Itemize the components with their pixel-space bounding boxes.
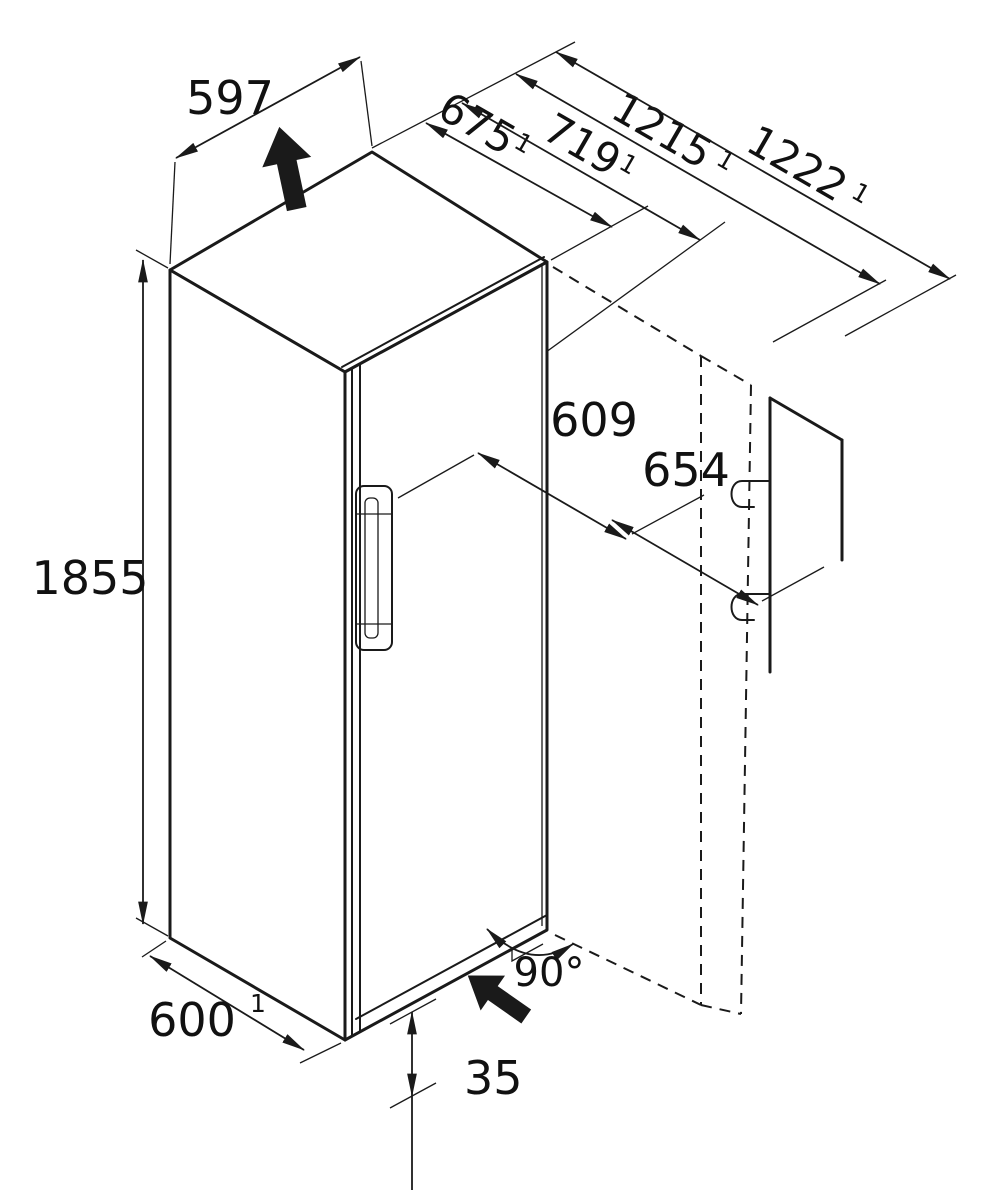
ext-line-height-bottom	[135, 917, 169, 937]
ext-line-height-top	[135, 249, 169, 269]
dim-height-label: 1855	[31, 551, 148, 605]
ext-line-swing-right	[631, 494, 705, 535]
ext-line-depth-left	[141, 940, 167, 958]
door-swing-arc	[486, 928, 574, 961]
ext-line-wall-inner	[772, 279, 887, 343]
fridge-left-face	[168, 268, 347, 1042]
dim-clearance-total-sup: 1	[847, 177, 875, 210]
dim-clearance-total-label-group: 1222 1	[739, 116, 875, 212]
dim-clearance-total-label: 1222	[739, 116, 856, 212]
ext-line-swing-outer-right	[761, 566, 825, 602]
open-door-dashed-bottom-connector	[554, 934, 702, 1006]
open-door-dashed-bottom-edge	[700, 1004, 742, 1015]
dim-swing-line	[477, 452, 627, 540]
dim-swing-outer-line	[611, 519, 759, 606]
dim-clearance-total-line	[555, 51, 951, 280]
dim-depth-line	[149, 955, 305, 1051]
ext-line-width-right	[360, 60, 373, 147]
cabinet-top-front-edge	[341, 256, 545, 368]
ext-line-door-front	[550, 205, 649, 261]
open-door-dashed-top-connector	[552, 266, 702, 357]
plinth-line	[361, 948, 513, 1031]
open-door-dashed-thickness-top	[700, 355, 752, 386]
ext-line-rear-plane	[371, 41, 576, 149]
ext-line-depth-right	[299, 1042, 342, 1064]
dim-clearance-open-sup: 1	[712, 144, 740, 177]
wall-edge-top	[768, 396, 844, 442]
dim-width-label: 597	[186, 71, 274, 125]
opening-angle-label: 90°	[514, 950, 585, 996]
ext-line-base-bottom	[389, 1082, 437, 1109]
dim-swing-label: 609	[550, 393, 638, 447]
door-handle-grip	[364, 497, 379, 639]
dim-swing-outer-label: 654	[642, 443, 730, 497]
ext-line-swing-left	[397, 454, 475, 499]
ext-line-width-left	[169, 161, 176, 265]
door-handle-outer	[355, 485, 393, 651]
dim-depth-sup: 1	[250, 989, 266, 1018]
hinge-bracket-top	[730, 480, 771, 508]
open-door-dashed-outer-edge	[740, 384, 752, 1015]
ext-line-wall-outer	[844, 274, 957, 337]
dim-width-line	[175, 56, 361, 159]
dim-base-label: 35	[464, 1051, 523, 1105]
door-direction-arrow	[467, 975, 532, 1024]
hinge-bracket-bottom	[730, 593, 771, 621]
up-arrow	[262, 126, 312, 212]
dim-depth-door-label-group: 675 1	[430, 82, 537, 165]
dim-depth-label: 600	[148, 993, 236, 1047]
